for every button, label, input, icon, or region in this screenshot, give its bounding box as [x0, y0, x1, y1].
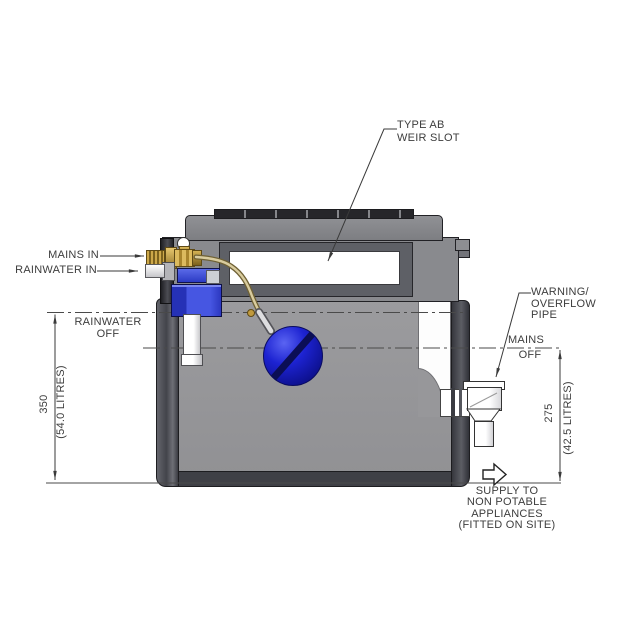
- weir-slot-callout-line1: TYPE AB: [397, 119, 445, 131]
- mains-off-callout-line2: OFF: [518, 349, 542, 361]
- wall-edge-strip-2: [459, 388, 462, 416]
- tank-left-wall: [156, 298, 179, 487]
- weir-slot-callout: TYPE AB WEIR SLOT: [397, 119, 460, 144]
- weir-slot-callout-line2: WEIR SLOT: [397, 131, 460, 144]
- dimension-350-value: 350: [38, 394, 50, 414]
- supply-line4: (FITTED ON SITE): [458, 518, 556, 531]
- dimension-350-capacity: (54.0 LITRES): [55, 365, 67, 439]
- header-tab-lower: [458, 250, 470, 258]
- lid-vent-strip: [214, 209, 414, 219]
- rainwater-off-line2: OFF: [96, 328, 120, 340]
- supply-line1: SUPPLY TO: [475, 485, 539, 497]
- dimension-275-value: 275: [543, 403, 555, 423]
- warning-line1: WARNING/: [531, 286, 589, 298]
- supply-callout: SUPPLY TO NON POTABLE APPLIANCES (FITTED…: [432, 485, 582, 531]
- inlet-pipe-collar: [181, 354, 203, 366]
- rainwater-in-callout: RAINWATER IN: [15, 264, 97, 276]
- warning-line3: PIPE: [531, 309, 558, 321]
- warning-line2: OVERFLOW: [531, 297, 596, 310]
- dimension-275-capacity: (42.5 LITRES): [562, 381, 574, 455]
- outlet-tundish-body: [467, 387, 502, 411]
- bracket-step: [206, 270, 220, 284]
- warning-overflow-callout: WARNING/ OVERFLOW PIPE: [531, 286, 596, 322]
- wall-edge-strip: [451, 388, 455, 416]
- tank-lid: [185, 215, 443, 241]
- outlet-supply-pipe: [474, 421, 494, 447]
- inlet-drop-pipe: [183, 314, 201, 358]
- valve-end-cap: [192, 250, 202, 266]
- mains-in-callout: MAINS IN: [48, 249, 99, 261]
- rainwater-inlet-fitting: [145, 264, 165, 278]
- rainwater-off-line1: RAINWATER: [74, 316, 142, 328]
- float-valve-plastic-body: [171, 284, 222, 317]
- tank-bottom-rim: [160, 471, 468, 487]
- rainwater-off-callout: RAINWATER OFF: [58, 316, 158, 340]
- supply-direction-arrow-icon: [482, 462, 508, 487]
- mains-off-callout-line1: MAINS: [507, 334, 545, 346]
- supply-line2: NON POTABLE: [466, 496, 548, 509]
- wall-penetration-pipe: [440, 389, 470, 417]
- supply-line3: APPLIANCES: [471, 507, 543, 520]
- tank-interior: [176, 299, 453, 476]
- weir-slot-opening: [229, 251, 400, 285]
